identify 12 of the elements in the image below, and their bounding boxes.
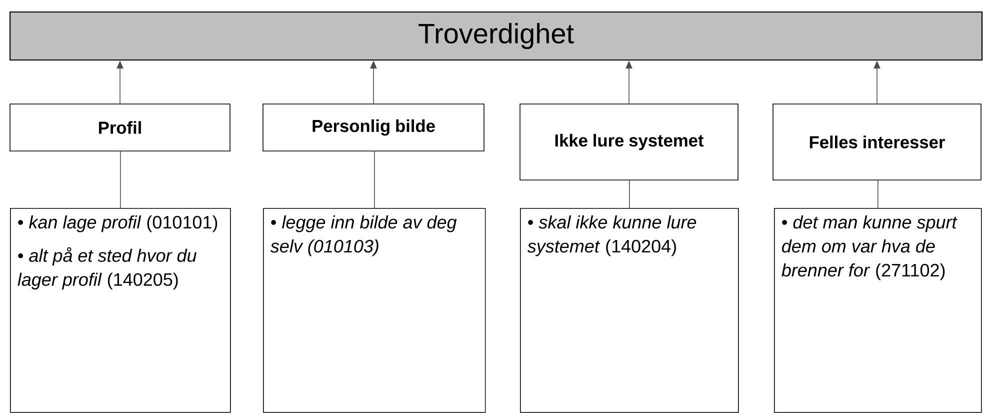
category-box: Felles interesser — [772, 104, 982, 180]
connector-line — [629, 180, 630, 208]
header-bar: Troverdighet — [9, 11, 983, 61]
connector-line — [120, 151, 121, 208]
connector-line — [374, 151, 375, 208]
note-box: • skal ikke kunne lure systemet (140204) — [520, 208, 739, 413]
category-box: Personlig bilde — [262, 104, 484, 152]
category-box: Ikke lure systemet — [520, 104, 738, 180]
note-box: • det man kunne spurt dem om var hva de brenner for (271102) — [774, 208, 982, 413]
note-box: • legge inn bilde av deg selv (010103) — [263, 208, 486, 413]
category-box: Profil — [10, 104, 230, 152]
note-box: • kan lage profil (010101) • alt på et sted hvor du lager profil (140205) — [10, 208, 231, 413]
